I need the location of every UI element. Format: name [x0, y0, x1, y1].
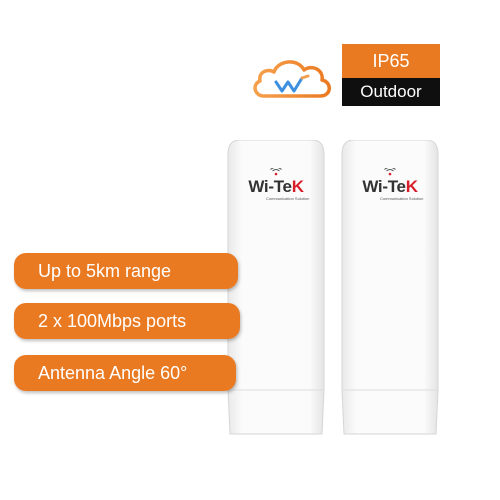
wifi-signal-icon [270, 168, 282, 176]
feature-range-pill: Up to 5km range [14, 253, 238, 289]
brand-tagline: Communication Solution [380, 196, 424, 201]
brand-logo: Wi-TeK Communication Solution [340, 177, 440, 202]
feature-antenna-pill: Antenna Angle 60° [14, 355, 236, 391]
device-body [341, 140, 439, 435]
cloud-logo-icon [253, 60, 331, 98]
device-body [227, 140, 325, 435]
ip-rating-label: IP65 [342, 44, 440, 78]
ip65-outdoor-badge: IP65 Outdoor [342, 44, 440, 106]
brand-logo: Wi-TeK Communication Solution [226, 177, 326, 202]
brand-name: Wi-TeK [362, 177, 418, 196]
brand-tagline: Communication Solution [266, 196, 310, 201]
cpe-device-left: Wi-TeK Communication Solution [226, 140, 326, 436]
brand-name: Wi-TeK [248, 177, 304, 196]
wifi-signal-icon [384, 168, 396, 176]
feature-ports-pill: 2 x 100Mbps ports [14, 303, 240, 339]
environment-label: Outdoor [342, 78, 440, 106]
cpe-device-right: Wi-TeK Communication Solution [340, 140, 440, 436]
